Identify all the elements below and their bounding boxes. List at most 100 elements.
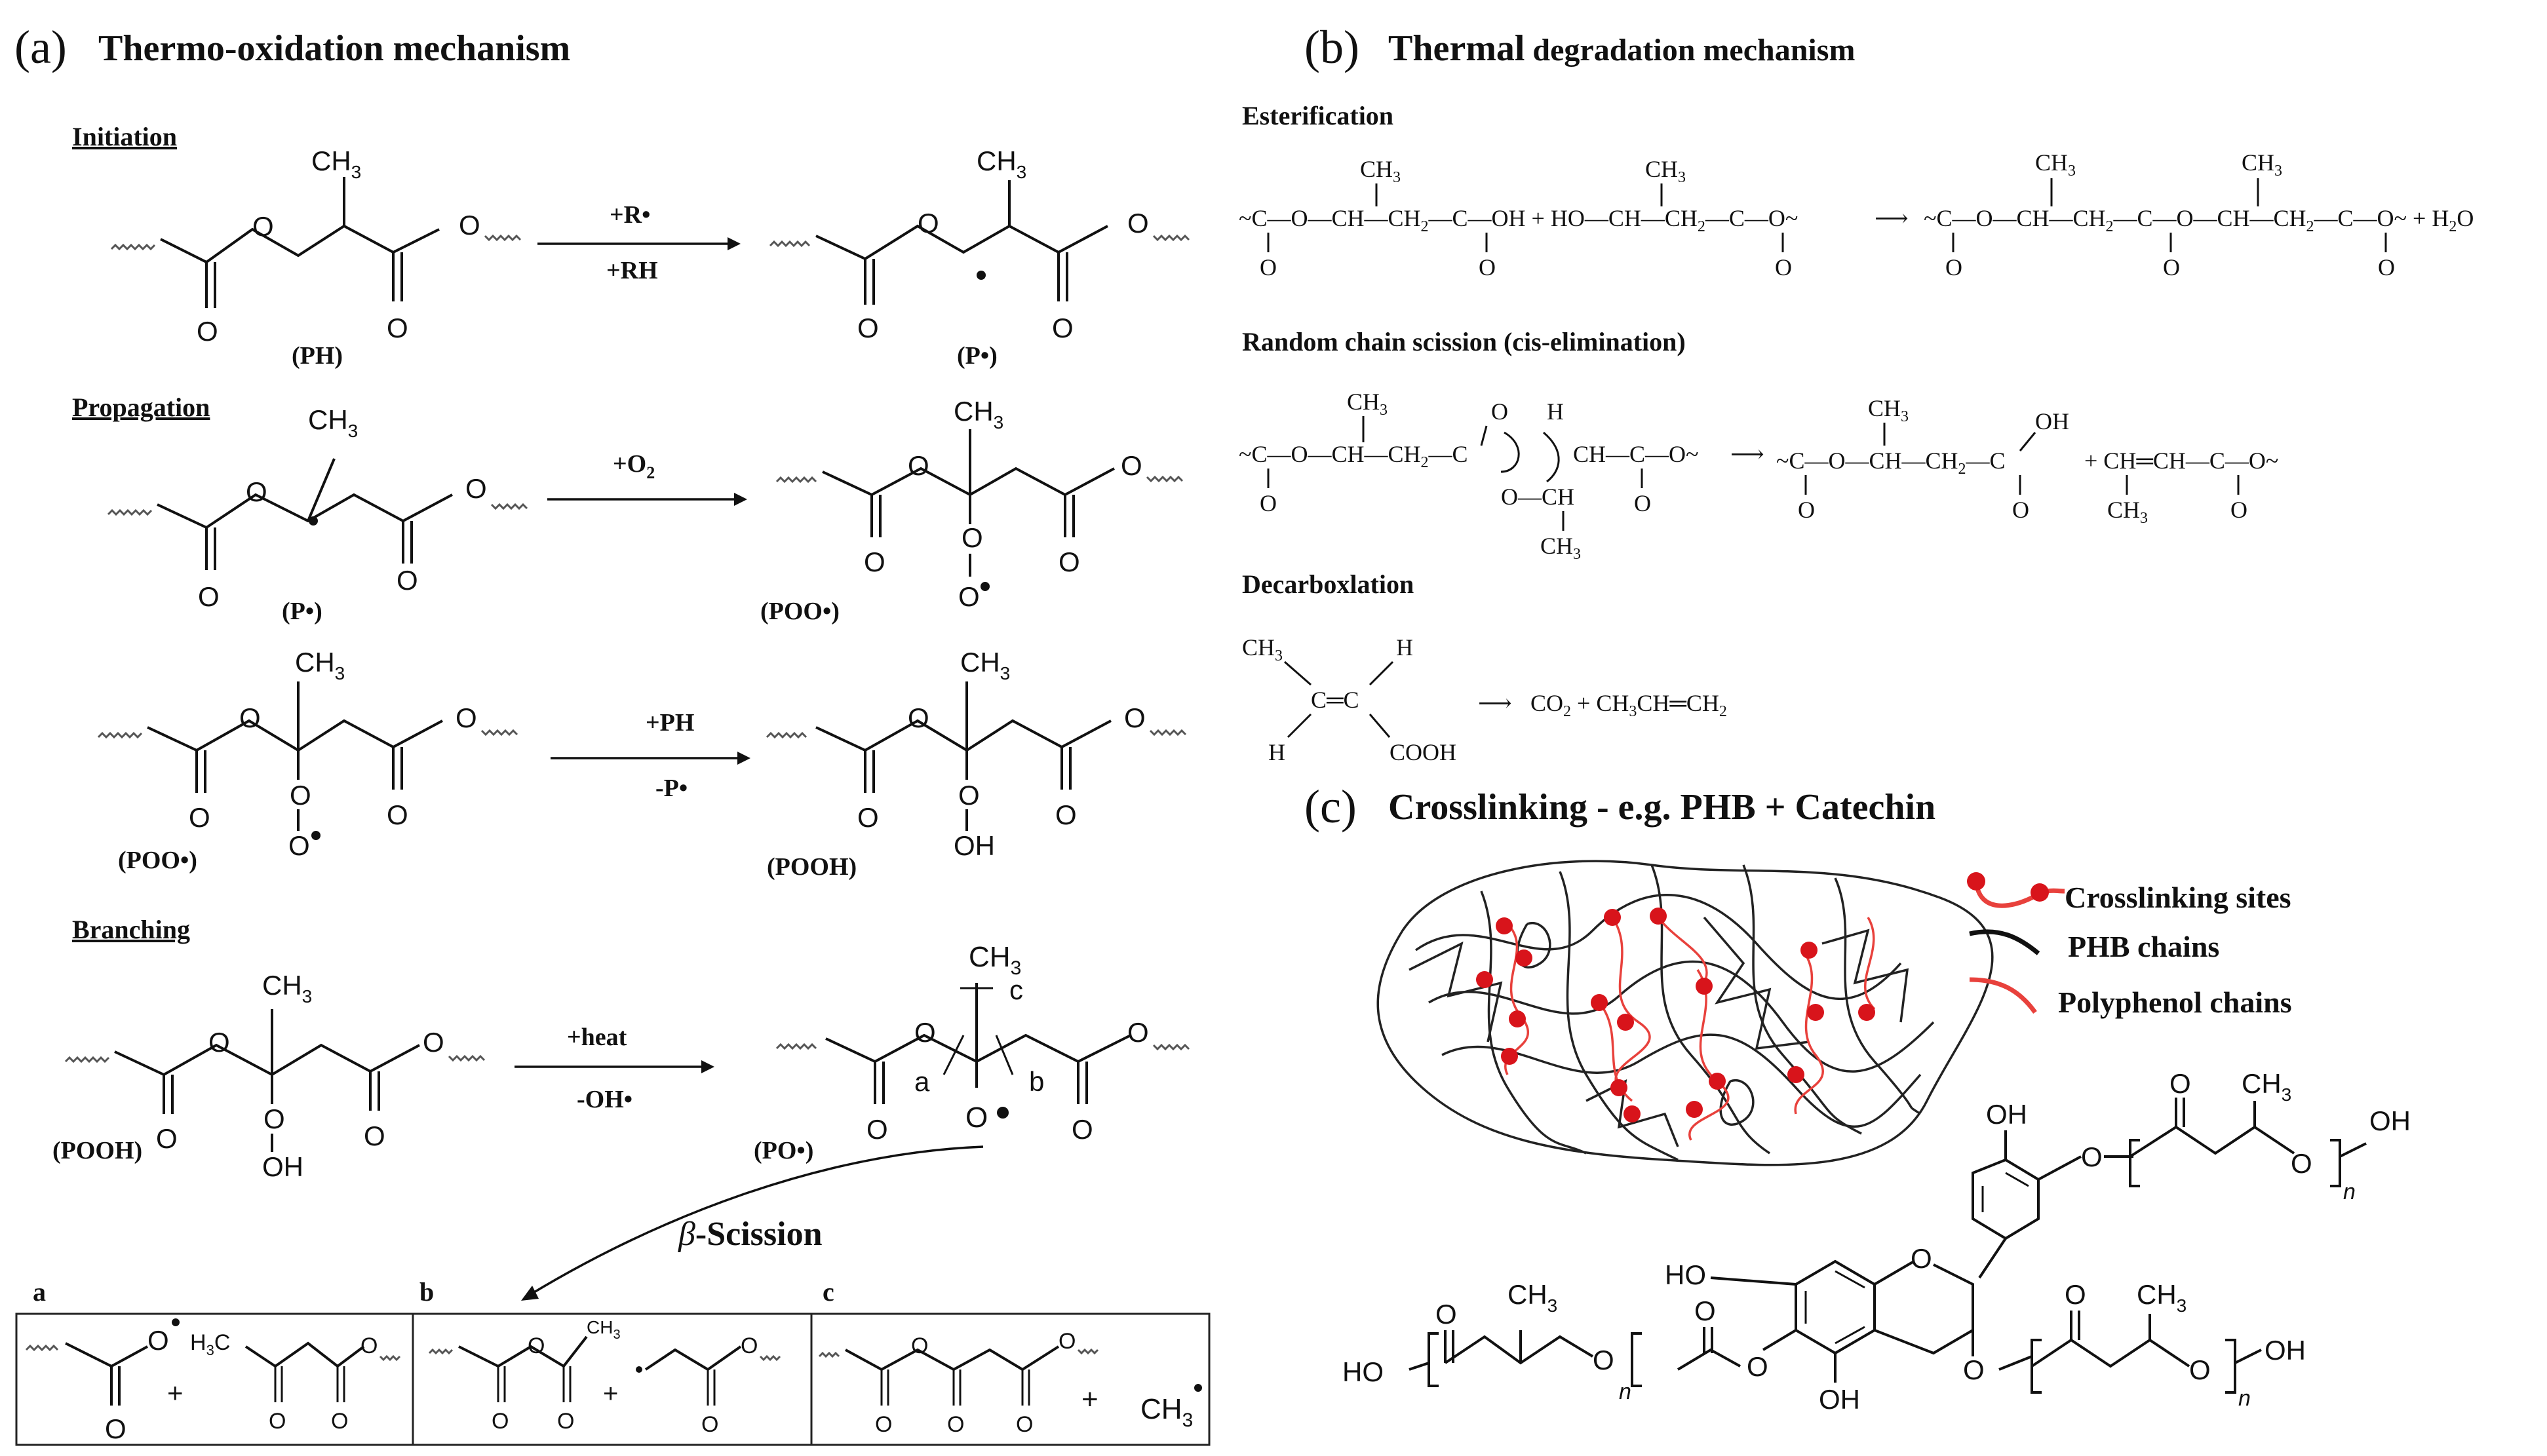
ch3-label: CH3	[977, 145, 1026, 182]
r-radical-add: +R•	[610, 201, 650, 229]
ch3-label: CH3	[2242, 149, 2282, 180]
ph-add: +PH	[646, 709, 694, 737]
ph-label: (PH)	[292, 342, 343, 370]
scission-arrow: ⟶	[1730, 441, 1764, 467]
propagation-arrow-1: +O2	[547, 450, 747, 506]
atom-o: O	[1435, 1299, 1457, 1330]
scission-och: O—CH	[1501, 484, 1574, 510]
oh-label: OH	[954, 830, 995, 861]
atom-o: O	[2163, 254, 2180, 280]
atom-o: O	[1911, 1243, 1932, 1274]
ch3-label: CH3	[1645, 156, 1686, 186]
panel-b-letter: (b)	[1304, 21, 1359, 73]
atom-o: O	[2081, 1141, 2103, 1172]
beta-scission-label: β-Scission	[678, 1216, 823, 1253]
box-b-label: b	[419, 1277, 434, 1307]
atom-o: O	[1072, 1114, 1093, 1145]
atom-o: O	[456, 702, 477, 733]
p-radical-label: (P•)	[957, 342, 998, 370]
heat-add: +heat	[567, 1024, 627, 1051]
scission-ch: CH—C—O~	[1573, 441, 1699, 467]
scission-product-2: + CH═CH—C—O~	[2084, 448, 2278, 474]
h3c-label: H3C	[190, 1330, 230, 1358]
ch3-label: CH3	[262, 970, 312, 1006]
legend-polyphenol-chains: Polyphenol chains	[2058, 986, 2292, 1019]
cis-elimination-reaction: CH3 ~C—O—CH—CH2—C O O H CH—C—O~ O O—CH C…	[1239, 389, 2278, 563]
ch3-label: CH3	[587, 1317, 621, 1342]
esterification-heading: Esterification	[1242, 101, 1393, 130]
ho-label: HO	[1342, 1356, 1384, 1387]
oh-label: OH	[262, 1151, 303, 1182]
atom-o: O	[958, 780, 980, 811]
atom-o: O	[911, 1333, 928, 1358]
ch3-radical-label: CH3	[1140, 1393, 1193, 1431]
atom-o: O	[1963, 1354, 1985, 1385]
oh-radical-sub: -OH•	[577, 1086, 632, 1113]
atom-o: O	[557, 1409, 574, 1434]
atom-o: O	[1945, 254, 1962, 280]
atom-o: O	[908, 702, 929, 733]
ch3-label: CH3	[1507, 1279, 1557, 1316]
scission-products-box	[15, 1312, 1211, 1446]
ch3-label: CH3	[1242, 634, 1283, 664]
atom-o: O	[2189, 1354, 2211, 1385]
plus-sign: +	[167, 1377, 184, 1408]
atom-o: O	[387, 799, 408, 830]
ch3-label: CH3	[2107, 497, 2148, 527]
atom-o: O	[197, 316, 218, 347]
atom-o: O	[239, 702, 261, 733]
atom-o: O	[864, 546, 885, 577]
ester-product: ~C—O—CH—CH2—C—O—CH—CH2—C—O~ + H2O	[1924, 205, 2474, 235]
atom-o: O	[2169, 1068, 2191, 1099]
po-radical-label: (PO•)	[754, 1137, 813, 1164]
atom-o: O	[1055, 799, 1077, 830]
ch3-label: CH3	[1360, 156, 1401, 186]
atom-o: O	[208, 1027, 230, 1058]
atom-o: O	[1593, 1345, 1614, 1375]
legend-phb-chains: PHB chains	[2068, 930, 2219, 963]
decarboxylation-reaction: CH3 H C═C H COOH ⟶ CO2 + CH3CH═CH2	[1242, 634, 1727, 765]
n-label: n	[2238, 1386, 2251, 1411]
alkene-cc: C═C	[1311, 687, 1359, 713]
atom-o: O	[908, 450, 929, 481]
atom-o: O	[465, 473, 487, 504]
atom-o: O	[857, 802, 879, 833]
atom-o: O	[1124, 702, 1146, 733]
atom-o: O	[290, 780, 311, 811]
atom-o: O	[1260, 254, 1277, 280]
random-scission-heading: Random chain scission (cis-elimination)	[1242, 327, 1686, 356]
oh-label: OH	[2035, 408, 2069, 434]
poo-radical-molecule-2: O O CH3 O O O O	[97, 647, 518, 861]
site-c-label: c	[1009, 974, 1023, 1005]
atom-o: O	[288, 830, 310, 861]
plus-sign: +	[603, 1379, 618, 1408]
ch3-label: CH3	[1540, 533, 1581, 563]
p-radical-molecule: O O CH3 O O	[769, 145, 1190, 343]
site-a-label: a	[914, 1066, 930, 1097]
atom-o: O	[2230, 497, 2247, 523]
atom-o: O	[459, 210, 480, 240]
atom-o: O	[1127, 208, 1149, 239]
atom-o: O	[387, 313, 408, 343]
p-radical-label-2: (P•)	[282, 598, 322, 625]
atom-o: O	[866, 1114, 888, 1145]
atom-o: O	[958, 581, 980, 612]
ch3-label: CH3	[311, 145, 361, 182]
n-label: n	[1619, 1379, 1631, 1404]
poo-radical-molecule: O O CH3 O O O O	[775, 396, 1184, 612]
atom-o: O	[1634, 490, 1651, 516]
atom-o: O	[331, 1409, 348, 1434]
atom-o: O	[965, 1102, 988, 1134]
n-label: n	[2343, 1179, 2356, 1204]
ch3-label: CH3	[2242, 1068, 2291, 1105]
product-c: O O O O O + CH3	[818, 1329, 1202, 1437]
h-label: H	[1396, 634, 1413, 661]
atom-o: O	[147, 1325, 169, 1356]
decarboxylation-heading: Decarboxlation	[1242, 569, 1414, 599]
atom-o: O	[1479, 254, 1496, 280]
atom-o: O	[2065, 1279, 2086, 1310]
p-radical-sub: -P•	[655, 775, 688, 802]
ph-molecule: O O CH3 O O	[110, 145, 522, 347]
